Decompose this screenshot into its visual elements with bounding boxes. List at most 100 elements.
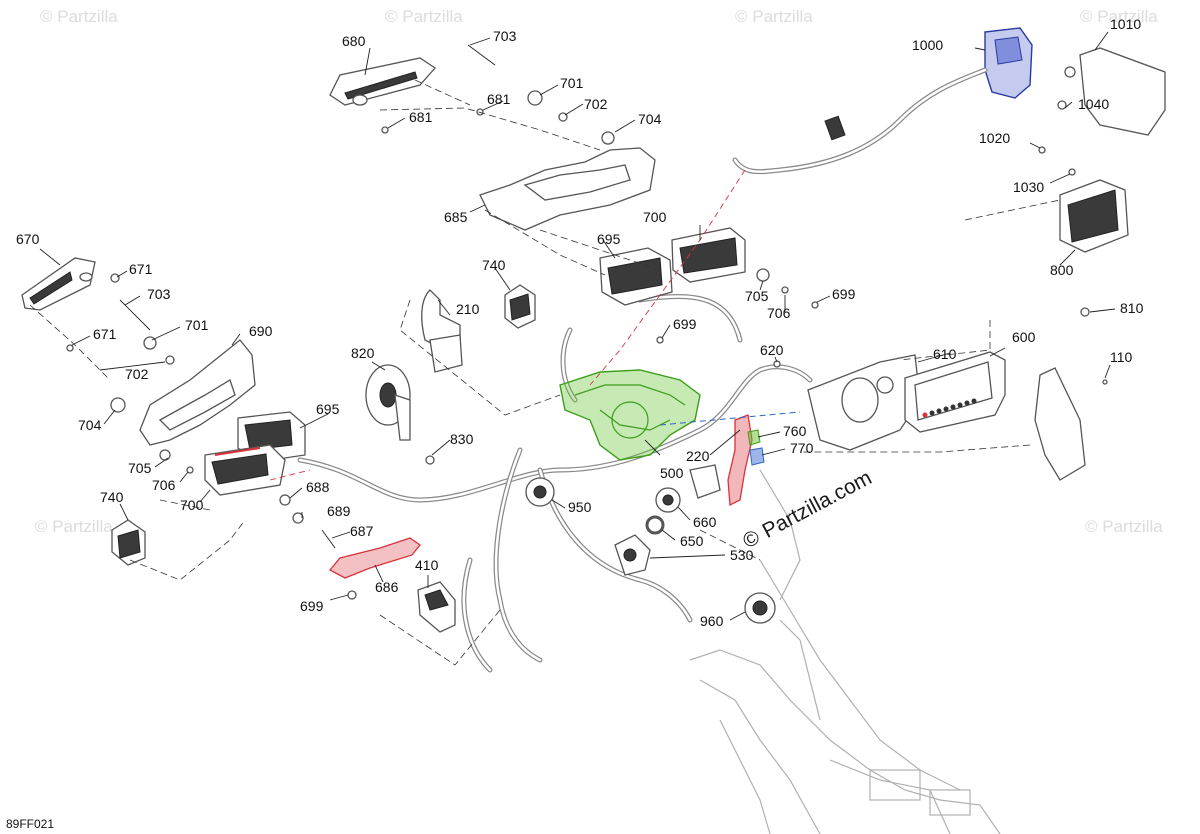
part-600-display: [904, 351, 1006, 433]
callout-740-b[interactable]: 740: [100, 489, 124, 505]
part-690-bracket: [110, 339, 256, 446]
part-410-connector: [417, 581, 456, 633]
part-610-gauge-housing: [807, 354, 921, 451]
callout-701-a[interactable]: 701: [560, 75, 584, 91]
part-695-module-center: [599, 247, 673, 306]
callout-686[interactable]: 686: [375, 579, 399, 595]
callout-650[interactable]: 650: [680, 533, 704, 549]
part-670-light: [21, 257, 96, 311]
callout-699-a[interactable]: 699: [673, 316, 697, 332]
callout-1010[interactable]: 1010: [1110, 16, 1141, 32]
callout-690[interactable]: 690: [249, 323, 273, 339]
callout-410[interactable]: 410: [415, 557, 439, 573]
callout-705-a[interactable]: 705: [745, 288, 769, 304]
callout-703-b[interactable]: 703: [147, 286, 171, 302]
callout-800[interactable]: 800: [1050, 262, 1074, 278]
part-1000-harness: [732, 67, 988, 175]
part-740-connector-center: [504, 284, 536, 329]
callout-1020[interactable]: 1020: [979, 130, 1010, 146]
callout-681-b[interactable]: 681: [409, 109, 433, 125]
part-650-ring: [645, 515, 665, 535]
part-685-bracket: [479, 131, 656, 231]
callout-706-a[interactable]: 706: [767, 305, 791, 321]
callout-671-b[interactable]: 671: [93, 326, 117, 342]
fasteners: [66, 44, 1108, 600]
callout-810[interactable]: 810: [1120, 300, 1144, 316]
callout-695-a[interactable]: 695: [597, 231, 621, 247]
callout-670[interactable]: 670: [16, 231, 40, 247]
part-110-bracket: [1034, 367, 1086, 481]
part-660-socket: [655, 487, 681, 513]
callout-770[interactable]: 770: [790, 440, 814, 456]
callout-681-a[interactable]: 681: [487, 91, 511, 107]
part-740-connector-left: [111, 519, 146, 566]
callout-689[interactable]: 689: [327, 503, 351, 519]
watermark-5: © Partzilla: [35, 517, 113, 536]
callout-1040[interactable]: 1040: [1078, 96, 1109, 112]
callout-700-b[interactable]: 700: [180, 497, 204, 513]
callout-699-b[interactable]: 699: [832, 286, 856, 302]
callout-704-a[interactable]: 704: [638, 111, 662, 127]
part-500-ignition-module: [559, 369, 701, 461]
callout-699-c[interactable]: 699: [300, 598, 324, 614]
brand-mark: © Partzilla.com: [739, 466, 875, 553]
callout-701-b[interactable]: 701: [185, 317, 209, 333]
part-220-bracket: [727, 414, 753, 507]
part-950-socket: [525, 477, 555, 507]
part-700-module-center: [671, 227, 746, 283]
part-210-connector: [421, 289, 463, 373]
callout-706-b[interactable]: 706: [152, 477, 176, 493]
part-960-socket: [744, 592, 776, 624]
part-220-module: [689, 464, 721, 499]
display-segments: [922, 398, 977, 418]
part-686-bracket: [328, 537, 421, 579]
callout-671-a[interactable]: 671: [129, 261, 153, 277]
watermark-4: © Partzilla: [1080, 7, 1158, 26]
leader-lines: [39, 31, 1116, 621]
brand-text: Partzilla.com: [759, 466, 876, 543]
callout-830[interactable]: 830: [450, 431, 474, 447]
watermark-3: © Partzilla: [735, 7, 813, 26]
callout-760[interactable]: 760: [783, 423, 807, 439]
callout-703-a[interactable]: 703: [493, 28, 517, 44]
callout-500[interactable]: 500: [660, 465, 684, 481]
callout-1030[interactable]: 1030: [1013, 179, 1044, 195]
callout-620[interactable]: 620: [760, 342, 784, 358]
callout-700-a[interactable]: 700: [643, 209, 667, 225]
callout-610[interactable]: 610: [933, 346, 957, 362]
part-680-light: [329, 57, 436, 106]
callout-740-a[interactable]: 740: [482, 257, 506, 273]
part-1010-bracket: [1064, 47, 1166, 136]
callout-950[interactable]: 950: [568, 499, 592, 515]
part-820-horn: [365, 364, 411, 441]
callout-702-b[interactable]: 702: [125, 366, 149, 382]
callout-685[interactable]: 685: [444, 209, 468, 225]
callout-704-b[interactable]: 704: [78, 417, 102, 433]
callout-820[interactable]: 820: [351, 345, 375, 361]
callout-680[interactable]: 680: [342, 33, 366, 49]
callout-600[interactable]: 600: [1012, 329, 1036, 345]
assembly-lines: [29, 79, 1061, 666]
callout-705-b[interactable]: 705: [128, 460, 152, 476]
callout-210[interactable]: 210: [456, 301, 480, 317]
callout-960[interactable]: 960: [700, 613, 724, 629]
callout-labels: 110 210 220 410 500 530 600 610 620 650 …: [16, 16, 1144, 629]
callout-695-b[interactable]: 695: [316, 401, 340, 417]
watermark-6: © Partzilla: [1085, 517, 1163, 536]
callout-660[interactable]: 660: [693, 514, 717, 530]
callout-702-a[interactable]: 702: [584, 96, 608, 112]
part-800-module: [1059, 179, 1129, 253]
chassis-frame: [689, 469, 1001, 834]
diagram-code: 89FF021: [6, 817, 54, 831]
callout-687[interactable]: 687: [350, 523, 374, 539]
callout-220[interactable]: 220: [686, 448, 710, 464]
callout-110[interactable]: 110: [1110, 349, 1133, 365]
part-700-module-left: [204, 444, 286, 496]
callout-1000[interactable]: 1000: [912, 37, 943, 53]
watermark-group: © Partzilla © Partzilla © Partzilla © Pa…: [35, 7, 1163, 536]
watermark-2: © Partzilla: [385, 7, 463, 26]
callout-530[interactable]: 530: [730, 547, 754, 563]
callout-688[interactable]: 688: [306, 479, 330, 495]
